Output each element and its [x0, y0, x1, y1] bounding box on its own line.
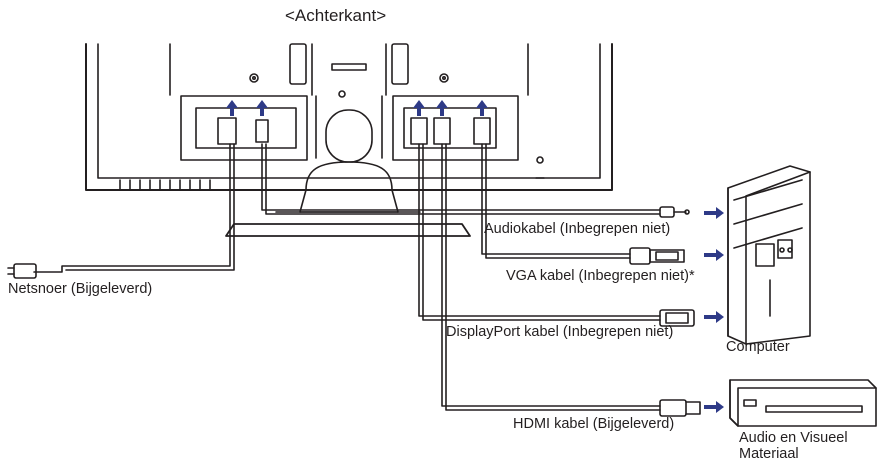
- computer-label: Computer: [726, 339, 790, 355]
- displayport-plug-icon: [659, 309, 695, 327]
- cables: [33, 143, 661, 411]
- vga-cable-2: [485, 143, 631, 259]
- hdmi-plug-icon: [659, 399, 701, 417]
- audio-plug-icon: [659, 206, 690, 218]
- av-equipment-icon: [729, 379, 877, 427]
- vga-plug-icon: [629, 247, 685, 265]
- page-title: <Achterkant>: [285, 6, 387, 25]
- connector-bay-left: [180, 95, 308, 161]
- lock-icon: [535, 156, 545, 179]
- audio-port-icon: [255, 119, 269, 143]
- vga-port-icon: [473, 117, 491, 145]
- hdmi-cable-label: HDMI kabel (Bijgeleverd): [513, 416, 675, 432]
- power-port-icon: [217, 117, 237, 145]
- power-cord-cable-2: [65, 143, 235, 271]
- vga-cable: [481, 143, 631, 255]
- connector-bay-right: [392, 95, 545, 179]
- displayport-port-icon: [410, 117, 428, 145]
- vent-slots: [119, 179, 211, 191]
- av-equipment-label-line1: Audio en Visueel: [739, 430, 848, 446]
- power-plug-icon: [7, 263, 37, 279]
- power-cord-cable: [33, 143, 231, 273]
- audio-cable-label: Audiokabel (Inbegrepen niet): [484, 221, 671, 237]
- monitor-back: [85, 43, 613, 237]
- power-cord-label: Netsnoer (Bijgeleverd): [8, 281, 153, 297]
- hdmi-cable: [441, 143, 661, 407]
- audio-cable-2: [265, 143, 661, 215]
- displayport-cable-label: DisplayPort kabel (Inbegrepen niet): [446, 324, 674, 340]
- hdmi-cable-2: [445, 143, 661, 411]
- computer-tower-icon: [727, 165, 811, 345]
- av-equipment-label-line2: Materiaal: [739, 446, 799, 462]
- displayport-cable-2: [422, 143, 661, 321]
- arrow-right-icon: [704, 207, 724, 413]
- audio-cable: [261, 143, 661, 211]
- vga-cable-label: VGA kabel (Inbegrepen niet)*: [506, 268, 695, 284]
- hdmi-port-icon: [433, 117, 451, 145]
- arrow-up-icon: [226, 100, 488, 116]
- displayport-cable: [418, 143, 661, 317]
